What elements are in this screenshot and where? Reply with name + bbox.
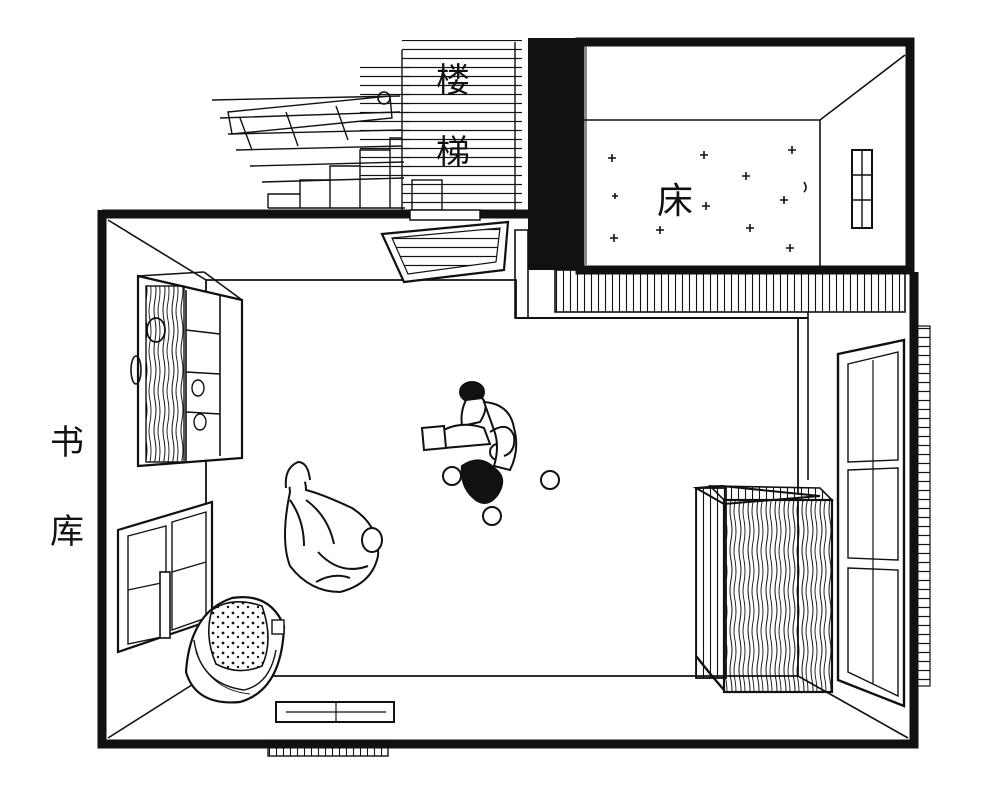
bedroom — [514, 37, 915, 480]
stair-label-char-1: 楼 — [436, 61, 470, 101]
library-label-char-2: 库 — [50, 512, 84, 552]
seated-man — [284, 460, 383, 594]
man-with-book-at-table — [420, 381, 560, 526]
bedroom-window — [851, 149, 873, 229]
bed-cover — [608, 146, 807, 252]
stair-label-char-2: 梯 — [436, 133, 470, 173]
small-table — [442, 443, 560, 526]
armchair — [184, 596, 286, 704]
cabinet — [692, 484, 834, 694]
main-room-walls — [97, 209, 931, 749]
bed-label: 床 — [657, 181, 694, 222]
library-label-char-1: 书 — [50, 423, 84, 463]
door-to-stairs — [380, 209, 510, 284]
bookshelf — [130, 271, 244, 468]
floor-vent — [267, 701, 395, 757]
staircase — [211, 40, 522, 211]
right-door — [836, 338, 906, 708]
